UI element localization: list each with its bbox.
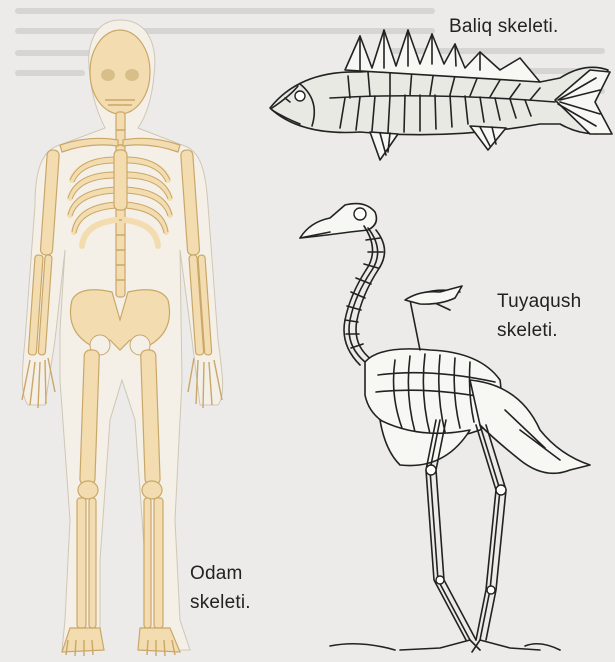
- ostrich-caption-line-2: skeleti.: [497, 316, 581, 345]
- fish-skeleton-caption: Baliq skeleti.: [449, 12, 558, 41]
- human-skeleton-caption: Odam skeleti.: [190, 559, 251, 617]
- ostrich-pelvis: [470, 380, 590, 473]
- ostrich-caption-line-1: Tuyaqush: [497, 287, 581, 316]
- ostrich-skeleton-caption: Tuyaqush skeleti.: [497, 287, 581, 345]
- ostrich-skull: [300, 204, 376, 238]
- fish-caption-line-1: Baliq skeleti.: [449, 12, 558, 41]
- human-caption-line-1: Odam: [190, 559, 251, 588]
- human-caption-line-2: skeleti.: [190, 588, 251, 617]
